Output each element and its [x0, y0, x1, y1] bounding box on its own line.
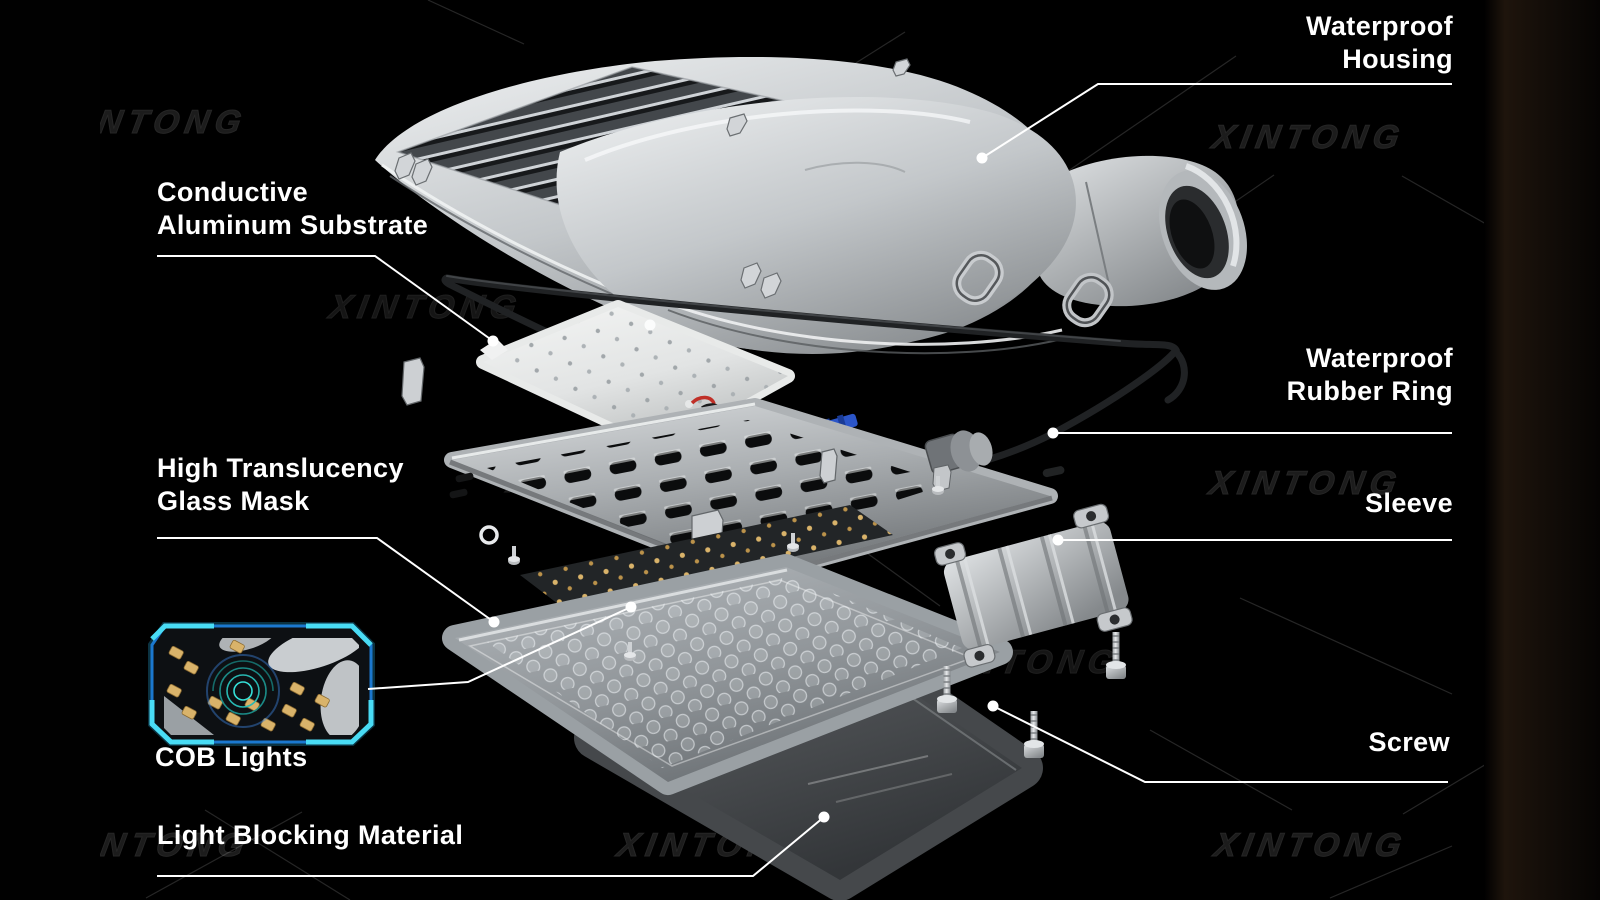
label-cob-lights: COB Lights	[155, 741, 308, 774]
label-line: Sleeve	[1365, 488, 1453, 518]
inset-corner-accents	[149, 623, 374, 745]
washer	[479, 525, 499, 545]
cob-focus-rings	[206, 654, 280, 728]
label-line: Aluminum Substrate	[157, 210, 429, 241]
label-light-blocking-material: Light Blocking Material	[157, 819, 463, 852]
label-line: Rubber Ring	[1286, 376, 1453, 407]
label-line: Waterproof	[1306, 343, 1453, 373]
led-board-part	[520, 505, 893, 607]
label-line: Light Blocking Material	[157, 820, 464, 850]
leader-screw	[992, 705, 1448, 783]
label-screw: Screw	[1368, 726, 1450, 759]
leader-aluminum-substrate	[157, 255, 494, 342]
leader-cob-lights	[367, 606, 632, 690]
label-waterproof-rubber-ring: Waterproof Rubber Ring	[1287, 342, 1453, 409]
label-line: Housing	[1342, 44, 1453, 75]
label-waterproof-housing: Waterproof Housing	[1306, 10, 1453, 77]
label-line: High Translucency	[157, 453, 404, 483]
label-line: Screw	[1368, 727, 1450, 757]
cob-led-chips	[166, 639, 330, 732]
cob-lights-inset	[148, 622, 375, 746]
cable-gland	[924, 430, 993, 492]
leader-glass-mask	[157, 537, 495, 623]
label-line: Waterproof	[1306, 11, 1453, 41]
leader-light-blocking	[157, 816, 825, 877]
label-sleeve: Sleeve	[1365, 487, 1453, 520]
slotted-fixing-plate-part	[401, 357, 1065, 602]
label-line: COB Lights	[155, 742, 308, 772]
label-line: Glass Mask	[157, 486, 310, 517]
label-conductive-aluminum-substrate: Conductive Aluminum Substrate	[157, 176, 428, 243]
leader-waterproof-housing	[981, 83, 1452, 159]
glass-mask-part	[442, 554, 1013, 795]
label-high-translucency-glass-mask: High Translucency Glass Mask	[157, 452, 404, 519]
label-line: Conductive	[157, 177, 309, 207]
sleeve-part	[933, 503, 1133, 668]
leader-dots	[487, 152, 1064, 823]
housing-clips	[394, 58, 911, 299]
